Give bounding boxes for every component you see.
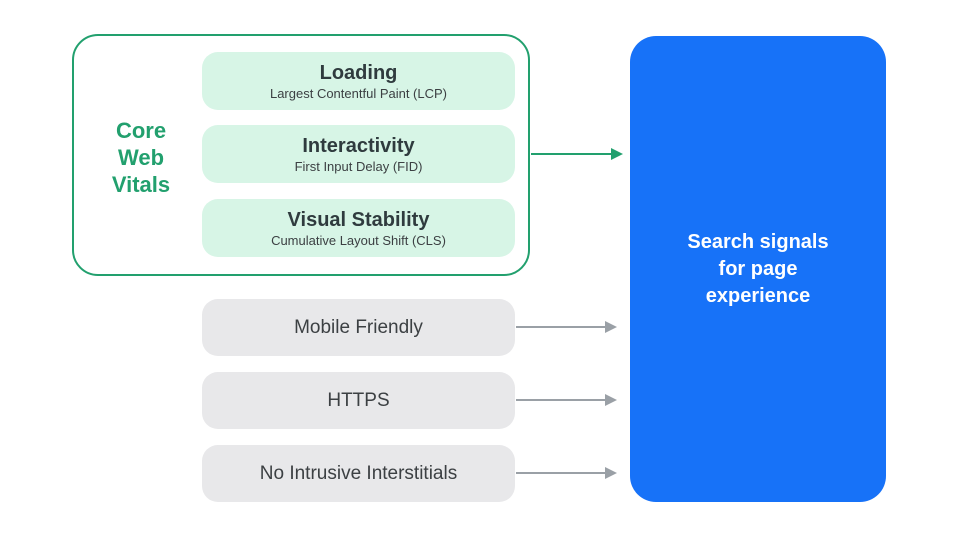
vital-title: Visual Stability: [287, 208, 430, 231]
vital-subtitle: Cumulative Layout Shift (CLS): [271, 232, 446, 248]
vital-title: Interactivity: [302, 134, 415, 157]
vital-box-loading: Loading Largest Contentful Paint (LCP): [202, 52, 515, 110]
signal-box-https: HTTPS: [202, 372, 515, 429]
core-web-vitals-arrow: [531, 153, 612, 155]
signal-box-mobile-friendly: Mobile Friendly: [202, 299, 515, 356]
vital-subtitle: First Input Delay (FID): [294, 158, 423, 174]
signal-label: Mobile Friendly: [294, 316, 423, 338]
no-intrusive-interstitials-arrowhead-icon: [605, 467, 617, 479]
vital-box-visual-stability: Visual Stability Cumulative Layout Shift…: [202, 199, 515, 257]
mobile-friendly-arrow: [516, 326, 606, 328]
search-signals-result-box: Search signals for page experience: [630, 36, 886, 502]
mobile-friendly-arrowhead-icon: [605, 321, 617, 333]
core-web-vitals-label: Core Web Vitals: [111, 118, 171, 197]
signal-box-no-intrusive-interstitials: No Intrusive Interstitials: [202, 445, 515, 502]
https-arrow: [516, 399, 606, 401]
vital-box-interactivity: Interactivity First Input Delay (FID): [202, 125, 515, 183]
core-web-vitals-arrowhead-icon: [611, 148, 623, 160]
vital-subtitle: Largest Contentful Paint (LCP): [269, 85, 448, 101]
signal-label: No Intrusive Interstitials: [259, 462, 458, 484]
no-intrusive-interstitials-arrow: [516, 472, 606, 474]
signal-label: HTTPS: [327, 389, 390, 411]
https-arrowhead-icon: [605, 394, 617, 406]
vital-title: Loading: [319, 61, 398, 84]
search-signals-label: Search signals for page experience: [687, 230, 829, 307]
